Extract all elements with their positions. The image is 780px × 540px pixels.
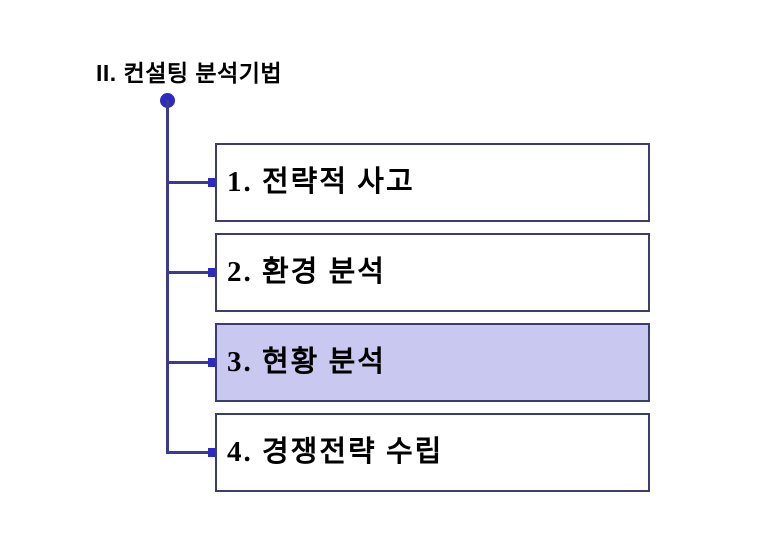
branch-line-2 [166, 271, 212, 274]
flow-box-label: 4. 경쟁전략 수립 [227, 436, 444, 468]
flow-box-competitive-strategy: 4. 경쟁전략 수립 [215, 413, 650, 492]
branch-node-marker-4 [208, 448, 217, 457]
flow-box-current-state-analysis: 3. 현황 분석 [215, 323, 650, 402]
branch-node-marker-3 [208, 358, 217, 367]
flow-box-label: 3. 현황 분석 [227, 346, 386, 378]
branch-line-4 [166, 451, 212, 454]
flow-box-label: 2. 환경 분석 [227, 256, 386, 288]
page-title: II. 컨설팅 분석기법 [96, 60, 283, 86]
branch-node-marker-1 [208, 178, 217, 187]
branch-line-1 [166, 181, 212, 184]
flow-box-environment-analysis: 2. 환경 분석 [215, 233, 650, 312]
flow-box-strategic-thinking: 1. 전략적 사고 [215, 143, 650, 222]
branch-line-3 [166, 361, 212, 364]
flow-box-label: 1. 전략적 사고 [227, 166, 415, 198]
branch-node-marker-2 [208, 268, 217, 277]
tree-trunk-line [166, 100, 169, 454]
